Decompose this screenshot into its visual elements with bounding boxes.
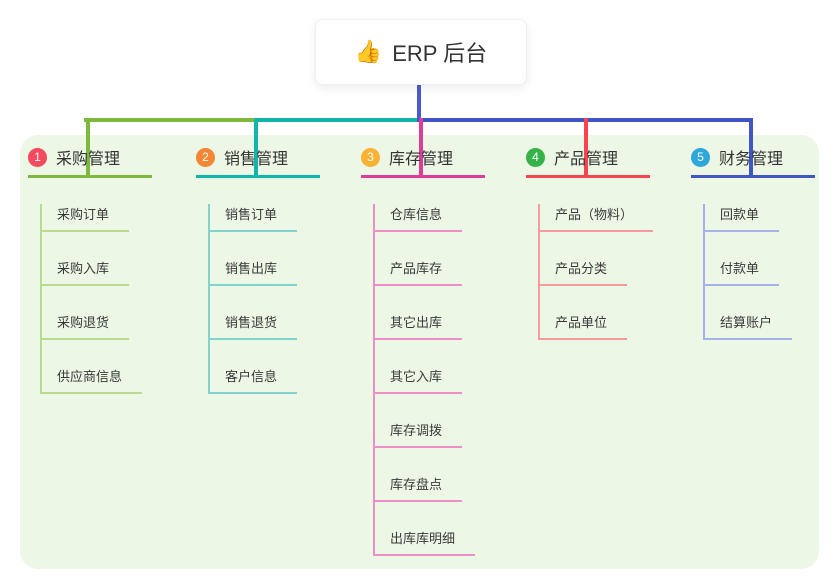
branch-connector-line — [254, 118, 258, 177]
thumbs-up-icon: 👍 — [354, 39, 383, 64]
branch-item[interactable]: 供应商信息 — [42, 366, 143, 394]
branch-header[interactable]: 4 产品管理 — [526, 144, 650, 178]
branch-item[interactable]: 采购订单 — [42, 204, 130, 232]
root-node-erp[interactable]: 👍 ERP 后台 — [315, 19, 527, 85]
branch-item[interactable]: 销售退货 — [210, 312, 298, 340]
branch-item[interactable]: 产品分类 — [540, 258, 628, 286]
root-connector-line — [417, 83, 421, 122]
branch-item[interactable]: 产品（物料） — [540, 204, 654, 232]
branch-header[interactable]: 3 库存管理 — [361, 144, 485, 178]
branch-item[interactable]: 其它出库 — [375, 312, 463, 340]
branch-connector-line — [584, 118, 588, 177]
branch-node-3: 3 库存管理 仓库信息产品库存其它出库其它入库库存调拨库存盘点出库库明细 — [361, 144, 485, 556]
connector-bus-left — [84, 118, 254, 122]
branch-items: 仓库信息产品库存其它出库其它入库库存调拨库存盘点出库库明细 — [373, 204, 485, 556]
branches-panel — [20, 135, 819, 569]
branch-header[interactable]: 2 销售管理 — [196, 144, 320, 178]
branch-item[interactable]: 仓库信息 — [375, 204, 463, 232]
branch-item[interactable]: 付款单 — [705, 258, 780, 286]
branch-number-badge: 2 — [196, 147, 215, 167]
branch-label: 产品管理 — [554, 151, 619, 168]
branch-item[interactable]: 产品单位 — [540, 312, 628, 340]
connector-bus-middle — [254, 118, 421, 122]
branch-item[interactable]: 采购入库 — [42, 258, 130, 286]
branch-item[interactable]: 出库库明细 — [375, 528, 476, 556]
branch-items: 产品（物料） 产品分类产品单位 — [538, 204, 654, 340]
branch-label: 库存管理 — [389, 151, 454, 168]
branch-item[interactable]: 产品库存 — [375, 258, 463, 286]
branch-label: 采购管理 — [56, 151, 121, 168]
branch-label: 销售管理 — [224, 151, 289, 168]
root-node-label: ERP 后台 — [392, 41, 488, 66]
branch-item[interactable]: 库存盘点 — [375, 474, 463, 502]
branch-items: 采购订单采购入库采购退货供应商信息 — [40, 204, 152, 394]
branch-connector-line — [749, 118, 753, 177]
branch-connector-line — [419, 118, 423, 177]
branch-items: 回款单付款单结算账户 — [703, 204, 815, 340]
branch-items: 销售订单销售出库销售退货客户信息 — [208, 204, 320, 394]
branch-number-badge: 4 — [526, 147, 545, 167]
branch-item[interactable]: 其它入库 — [375, 366, 463, 394]
branch-node-4: 4 产品管理 产品（物料） 产品分类产品单位 — [526, 144, 654, 340]
branch-item[interactable]: 采购退货 — [42, 312, 130, 340]
branch-number-badge: 5 — [691, 147, 710, 167]
branch-number-badge: 3 — [361, 147, 380, 167]
branch-header[interactable]: 1 采购管理 — [28, 144, 152, 178]
branch-node-2: 2 销售管理 销售订单销售出库销售退货客户信息 — [196, 144, 320, 394]
branch-item[interactable]: 结算账户 — [705, 312, 793, 340]
branch-node-5: 5 财务管理 回款单付款单结算账户 — [691, 144, 815, 340]
branch-item[interactable]: 客户信息 — [210, 366, 298, 394]
branch-item[interactable]: 销售订单 — [210, 204, 298, 232]
branch-item[interactable]: 库存调拨 — [375, 420, 463, 448]
branch-node-1: 1 采购管理 采购订单采购入库采购退货供应商信息 — [28, 144, 152, 394]
branch-item[interactable]: 回款单 — [705, 204, 780, 232]
branch-connector-line — [86, 118, 90, 177]
branch-number-badge: 1 — [28, 147, 47, 167]
branch-label: 财务管理 — [719, 151, 784, 168]
branch-header[interactable]: 5 财务管理 — [691, 144, 815, 178]
branch-item[interactable]: 销售出库 — [210, 258, 298, 286]
